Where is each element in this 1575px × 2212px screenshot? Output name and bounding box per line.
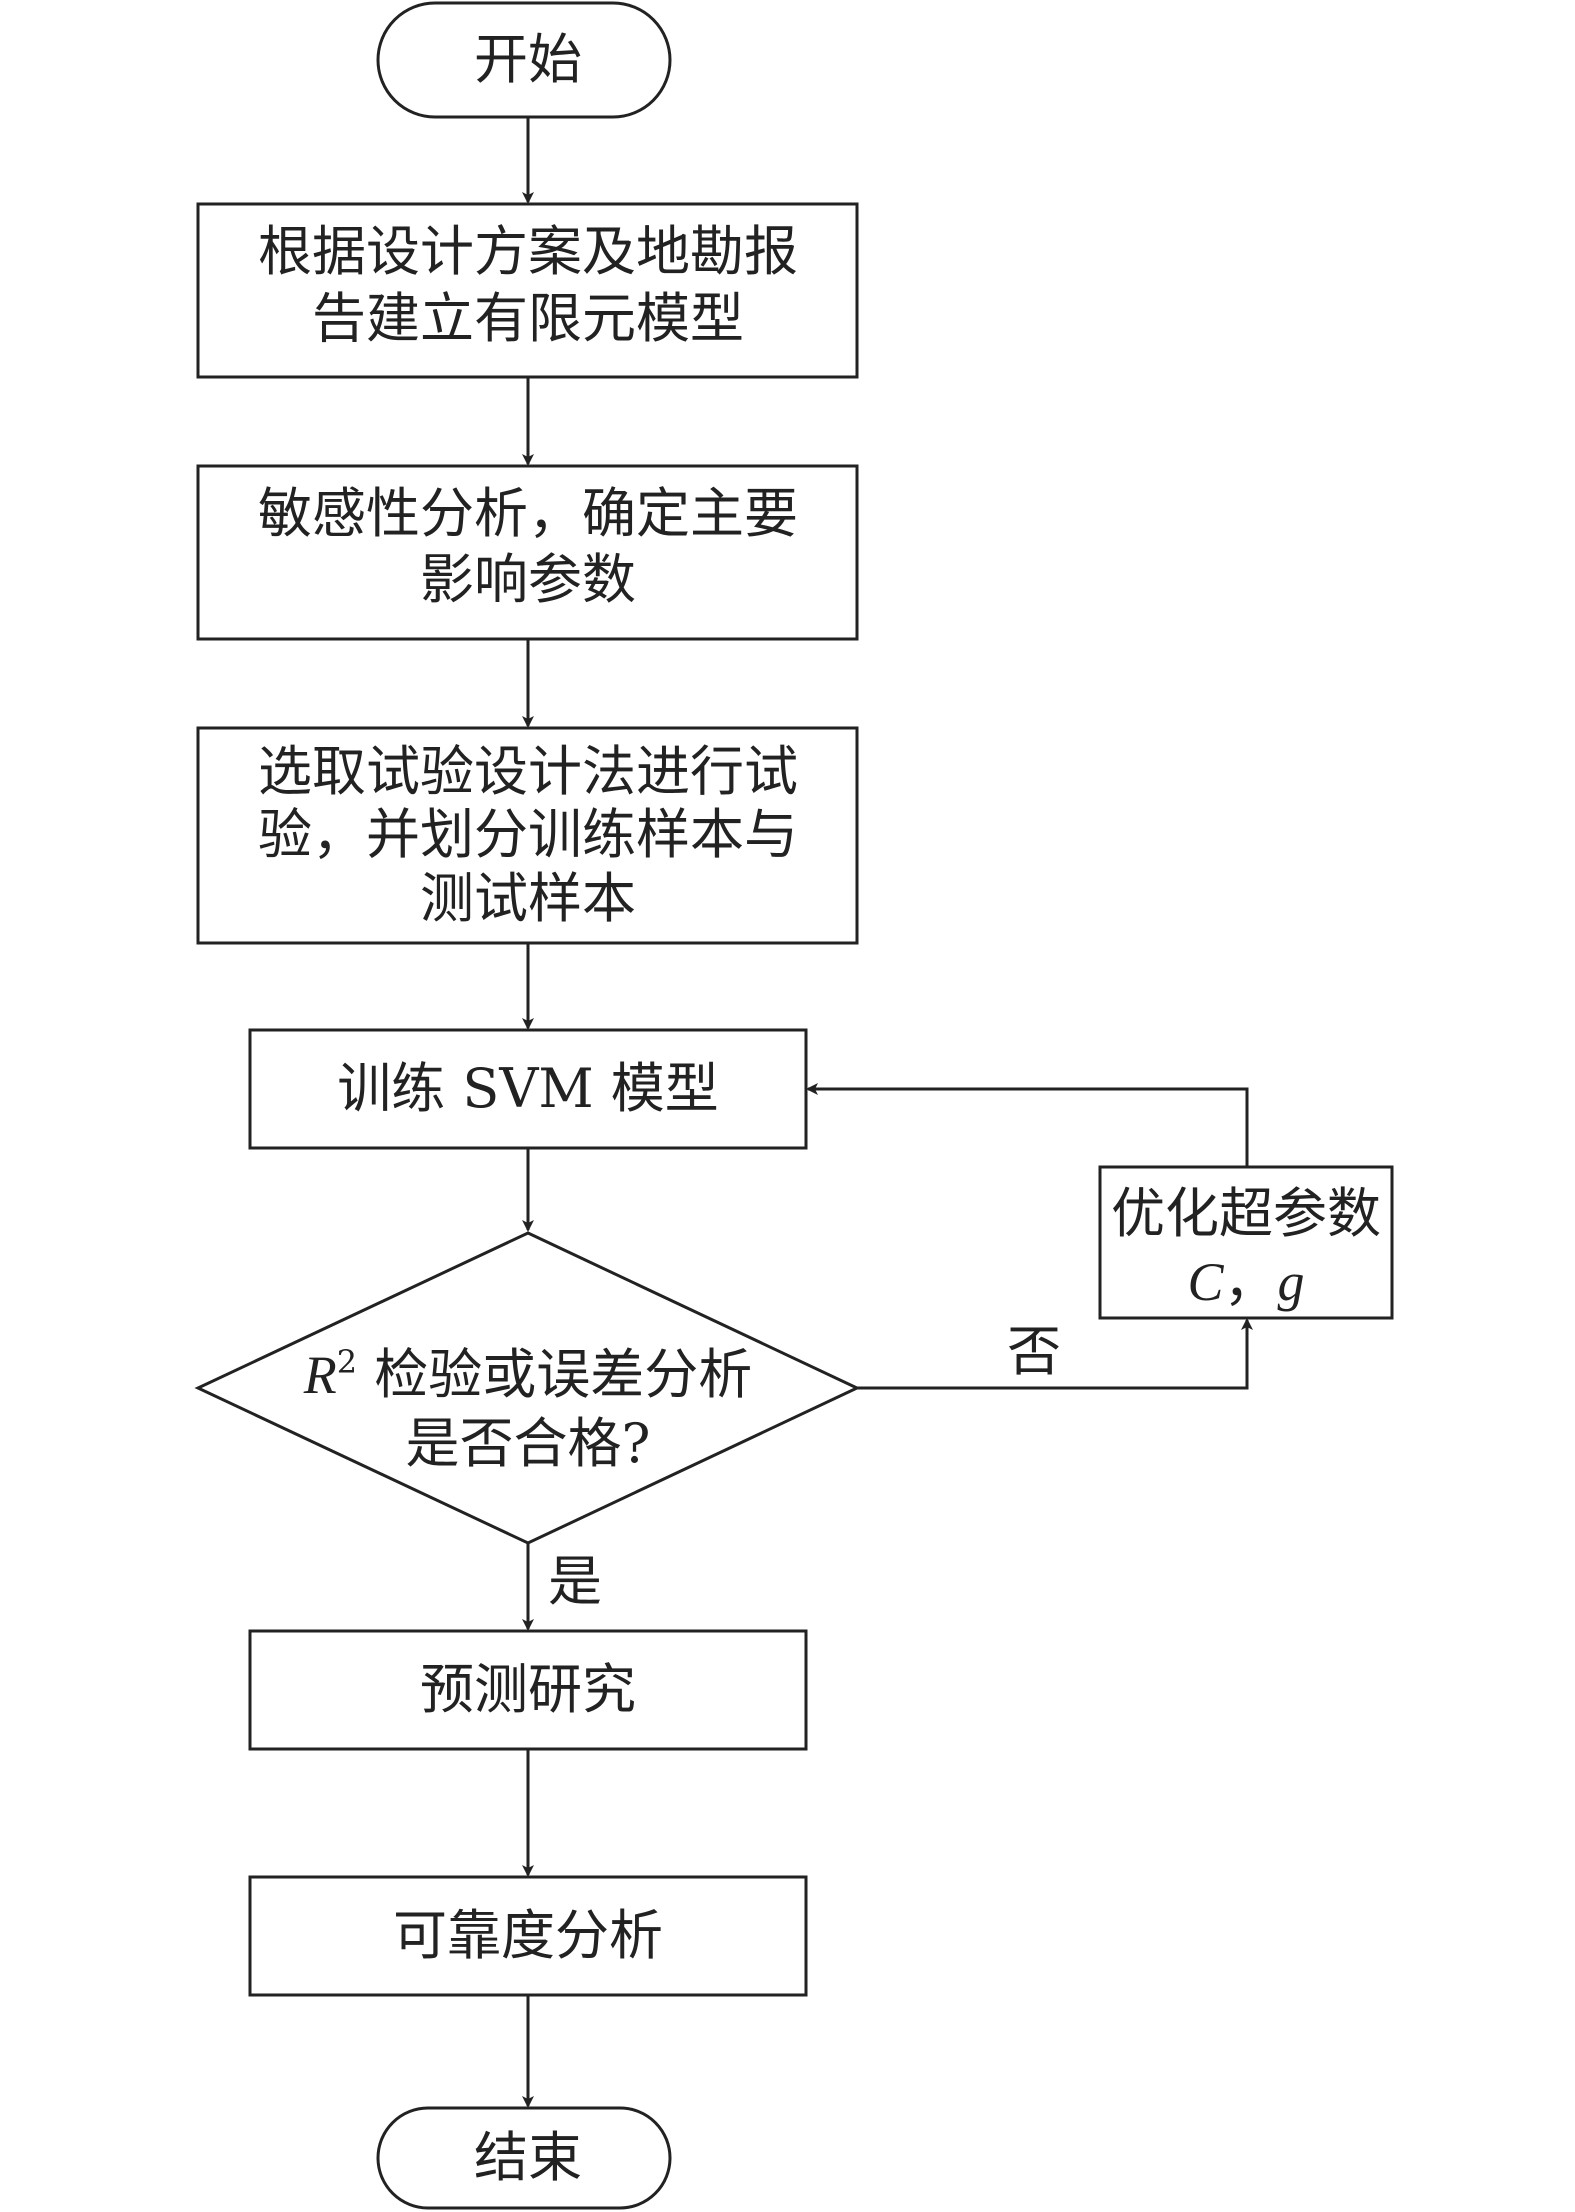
end-label: 结束 [474,2126,582,2189]
param-separator: ， [1224,1250,1278,1313]
optimize-line-1: 优化超参数 [1111,1182,1381,1245]
reliability-node: 可靠度分析 [248,1875,808,1997]
start-node: 开始 [376,1,672,119]
check-line-1-rest: 检验或误差分析 [357,1343,752,1406]
experiment-line-1: 选取试验设计法进行试 [258,740,798,803]
no-label: 否 [1007,1320,1061,1383]
check-decision-node: R2 检验或误差分析 是否合格? [194,1231,861,1545]
train-svm-label: 训练 SVM 模型 [337,1057,719,1120]
c-param: C [1187,1252,1224,1312]
check-line-1: R2 检验或误差分析 [303,1343,753,1406]
experiment-line-2: 验，并划分训练样本与 [258,803,798,866]
optimize-node: 优化超参数 C，g [1098,1165,1394,1320]
r-symbol: R [303,1345,337,1405]
build-model-node: 根据设计方案及地勘报 告建立有限元模型 [196,202,859,379]
train-svm-node: 训练 SVM 模型 [248,1028,808,1150]
check-line-2: 是否合格? [406,1412,651,1475]
optimize-line-2: C，g [1187,1250,1304,1313]
experiment-node: 选取试验设计法进行试 验，并划分训练样本与 测试样本 [196,726,859,945]
predict-node: 预测研究 [248,1629,808,1751]
yes-label: 是 [548,1550,602,1613]
edge-check-optimize [857,1318,1253,1390]
sensitivity-node: 敏感性分析，确定主要 影响参数 [196,464,859,641]
r-superscript: 2 [337,1343,357,1381]
start-label: 开始 [474,28,582,91]
edge-optimize-train [806,1083,1249,1167]
experiment-line-3: 测试样本 [420,867,636,930]
end-node: 结束 [376,2106,672,2210]
sensitivity-line-2: 影响参数 [420,548,636,611]
predict-label: 预测研究 [420,1658,636,1721]
build-model-line-2: 告建立有限元模型 [312,287,744,350]
sensitivity-line-1: 敏感性分析，确定主要 [258,482,798,545]
build-model-line-1: 根据设计方案及地勘报 [258,220,798,283]
reliability-label: 可靠度分析 [393,1904,663,1967]
g-param: g [1278,1252,1305,1312]
